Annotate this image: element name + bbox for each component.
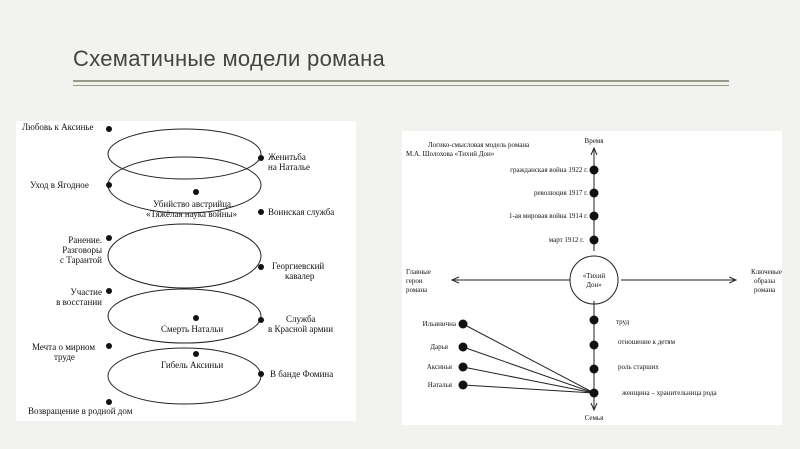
logic-semantic-model: Логико-смысловая модель романа М.А. Шоло… [402, 131, 782, 425]
logic-model-svg: Логико-смысловая модель романа М.А. Шоло… [406, 137, 782, 422]
label-uprising-2: в восстании [56, 297, 102, 307]
family-label-elders: роль старших [618, 363, 659, 371]
family-label-woman: женщина – хранительница рода [621, 389, 717, 397]
time-label-revolution: революция 1917 г. [534, 189, 588, 197]
hero-label-aksinya: Аксинья [427, 363, 453, 371]
hero-point-aksinya [458, 362, 468, 372]
family-label-labor: труд [616, 318, 630, 326]
label-wound-3: с Тарантой [60, 255, 102, 265]
model-caption-1: Логико-смысловая модель романа [428, 141, 530, 149]
label-return: Возвращение в родной дом [28, 406, 133, 416]
time-point-ww1 [589, 211, 599, 221]
hero-label-ilyinichna: Ильинична [423, 320, 457, 328]
hero-label-natalia: Наталья [428, 381, 453, 389]
label-dream-1: Мечта о мирном [32, 342, 95, 352]
label-cavalier-1: Георгиевский [272, 261, 324, 271]
arc-uprising-redarmy [107, 288, 262, 344]
time-label-civil-war: гражданская война 1922 г. [510, 166, 588, 174]
label-cavalier-2: кавалер [285, 271, 315, 281]
family-point-woman [589, 388, 599, 398]
node-natalia-death [193, 315, 199, 321]
node-aksinya-death [193, 351, 199, 357]
arc-love-wedding [107, 128, 262, 180]
label-wedding-1: Женитьба [268, 152, 306, 162]
plot-lines-svg: Любовь к Аксинье Уход в Ягодное Ранение.… [22, 122, 334, 416]
axis-label-images-2: образы [754, 277, 775, 285]
family-point-labor [589, 315, 599, 325]
time-label-ww1: 1-ая мировая война 1914 г. [509, 212, 588, 220]
family-label-children: отношение к детям [618, 338, 676, 346]
hero-link-aksinya [462, 366, 595, 394]
title-divider-thin [73, 85, 729, 86]
axis-label-heroes-2: герои [406, 277, 423, 285]
slide-title: Схематичные модели романа [73, 46, 386, 71]
label-redarmy-1: Служба [286, 314, 316, 324]
arc-military-cavalier [107, 223, 262, 289]
time-point-revolution [589, 188, 599, 198]
label-yagodnoe: Уход в Ягодное [30, 180, 89, 190]
hero-link-ilyinichna [462, 323, 595, 394]
hero-link-darya [462, 346, 595, 394]
label-love: Любовь к Аксинье [22, 122, 94, 132]
time-label-march-1912: март 1912 г. [549, 236, 585, 244]
node-wound [106, 235, 112, 241]
time-point-march-1912 [589, 235, 599, 245]
time-point-civil-war [589, 165, 599, 175]
axis-label-time: Время [585, 137, 605, 145]
axis-label-images-3: романа [754, 286, 776, 294]
node-cavalier [258, 264, 264, 270]
family-point-elders [589, 364, 599, 374]
node-murder [193, 189, 199, 195]
node-uprising [106, 288, 112, 294]
hero-label-darya: Дарья [430, 343, 449, 351]
axis-label-heroes-1: Главные [406, 268, 431, 276]
label-wedding-2: на Наталье [268, 162, 310, 172]
label-wound-2: Разговоры [62, 245, 102, 255]
node-return [106, 399, 112, 405]
node-military [258, 209, 264, 215]
label-dream-2: труде [54, 352, 75, 362]
label-military: Воинская служба [268, 207, 334, 217]
node-fomin [258, 371, 264, 377]
label-uprising-1: Участие [70, 287, 102, 297]
title-divider [73, 80, 729, 82]
node-wedding [258, 155, 264, 161]
node-yagodnoe [106, 182, 112, 188]
arc-dream-fomin [107, 347, 262, 405]
axis-label-family: Семья [585, 414, 604, 422]
center-circle [569, 255, 619, 305]
node-love [106, 126, 112, 132]
center-label-1: «Тихий [583, 272, 606, 280]
center-label-2: Дон» [586, 281, 602, 289]
hero-point-ilyinichna [458, 319, 468, 329]
label-murder-2: «Тяжёлая наука войны» [146, 209, 237, 219]
node-dream [106, 343, 112, 349]
label-natalia-death: Смерть Натальи [161, 324, 223, 334]
node-redarmy [258, 317, 264, 323]
plot-lines-diagram: Любовь к Аксинье Уход в Ягодное Ранение.… [16, 121, 356, 421]
hero-point-natalia [458, 380, 468, 390]
family-point-children [589, 340, 599, 350]
label-wound-1: Ранение. [68, 235, 102, 245]
axis-label-heroes-3: романа [406, 286, 428, 294]
axis-label-images-1: Ключевые [751, 268, 782, 276]
hero-link-natalia [462, 384, 595, 394]
hero-point-darya [458, 342, 468, 352]
label-murder-1: Убийство австрийца. [153, 199, 233, 209]
label-aksinya-death: Гибель Аксиньи [161, 360, 223, 370]
model-caption-2: М.А. Шолохова «Тихий Дон» [406, 150, 495, 158]
label-fomin: В банде Фомина [270, 369, 333, 379]
label-redarmy-2: в Красной армии [268, 324, 333, 334]
